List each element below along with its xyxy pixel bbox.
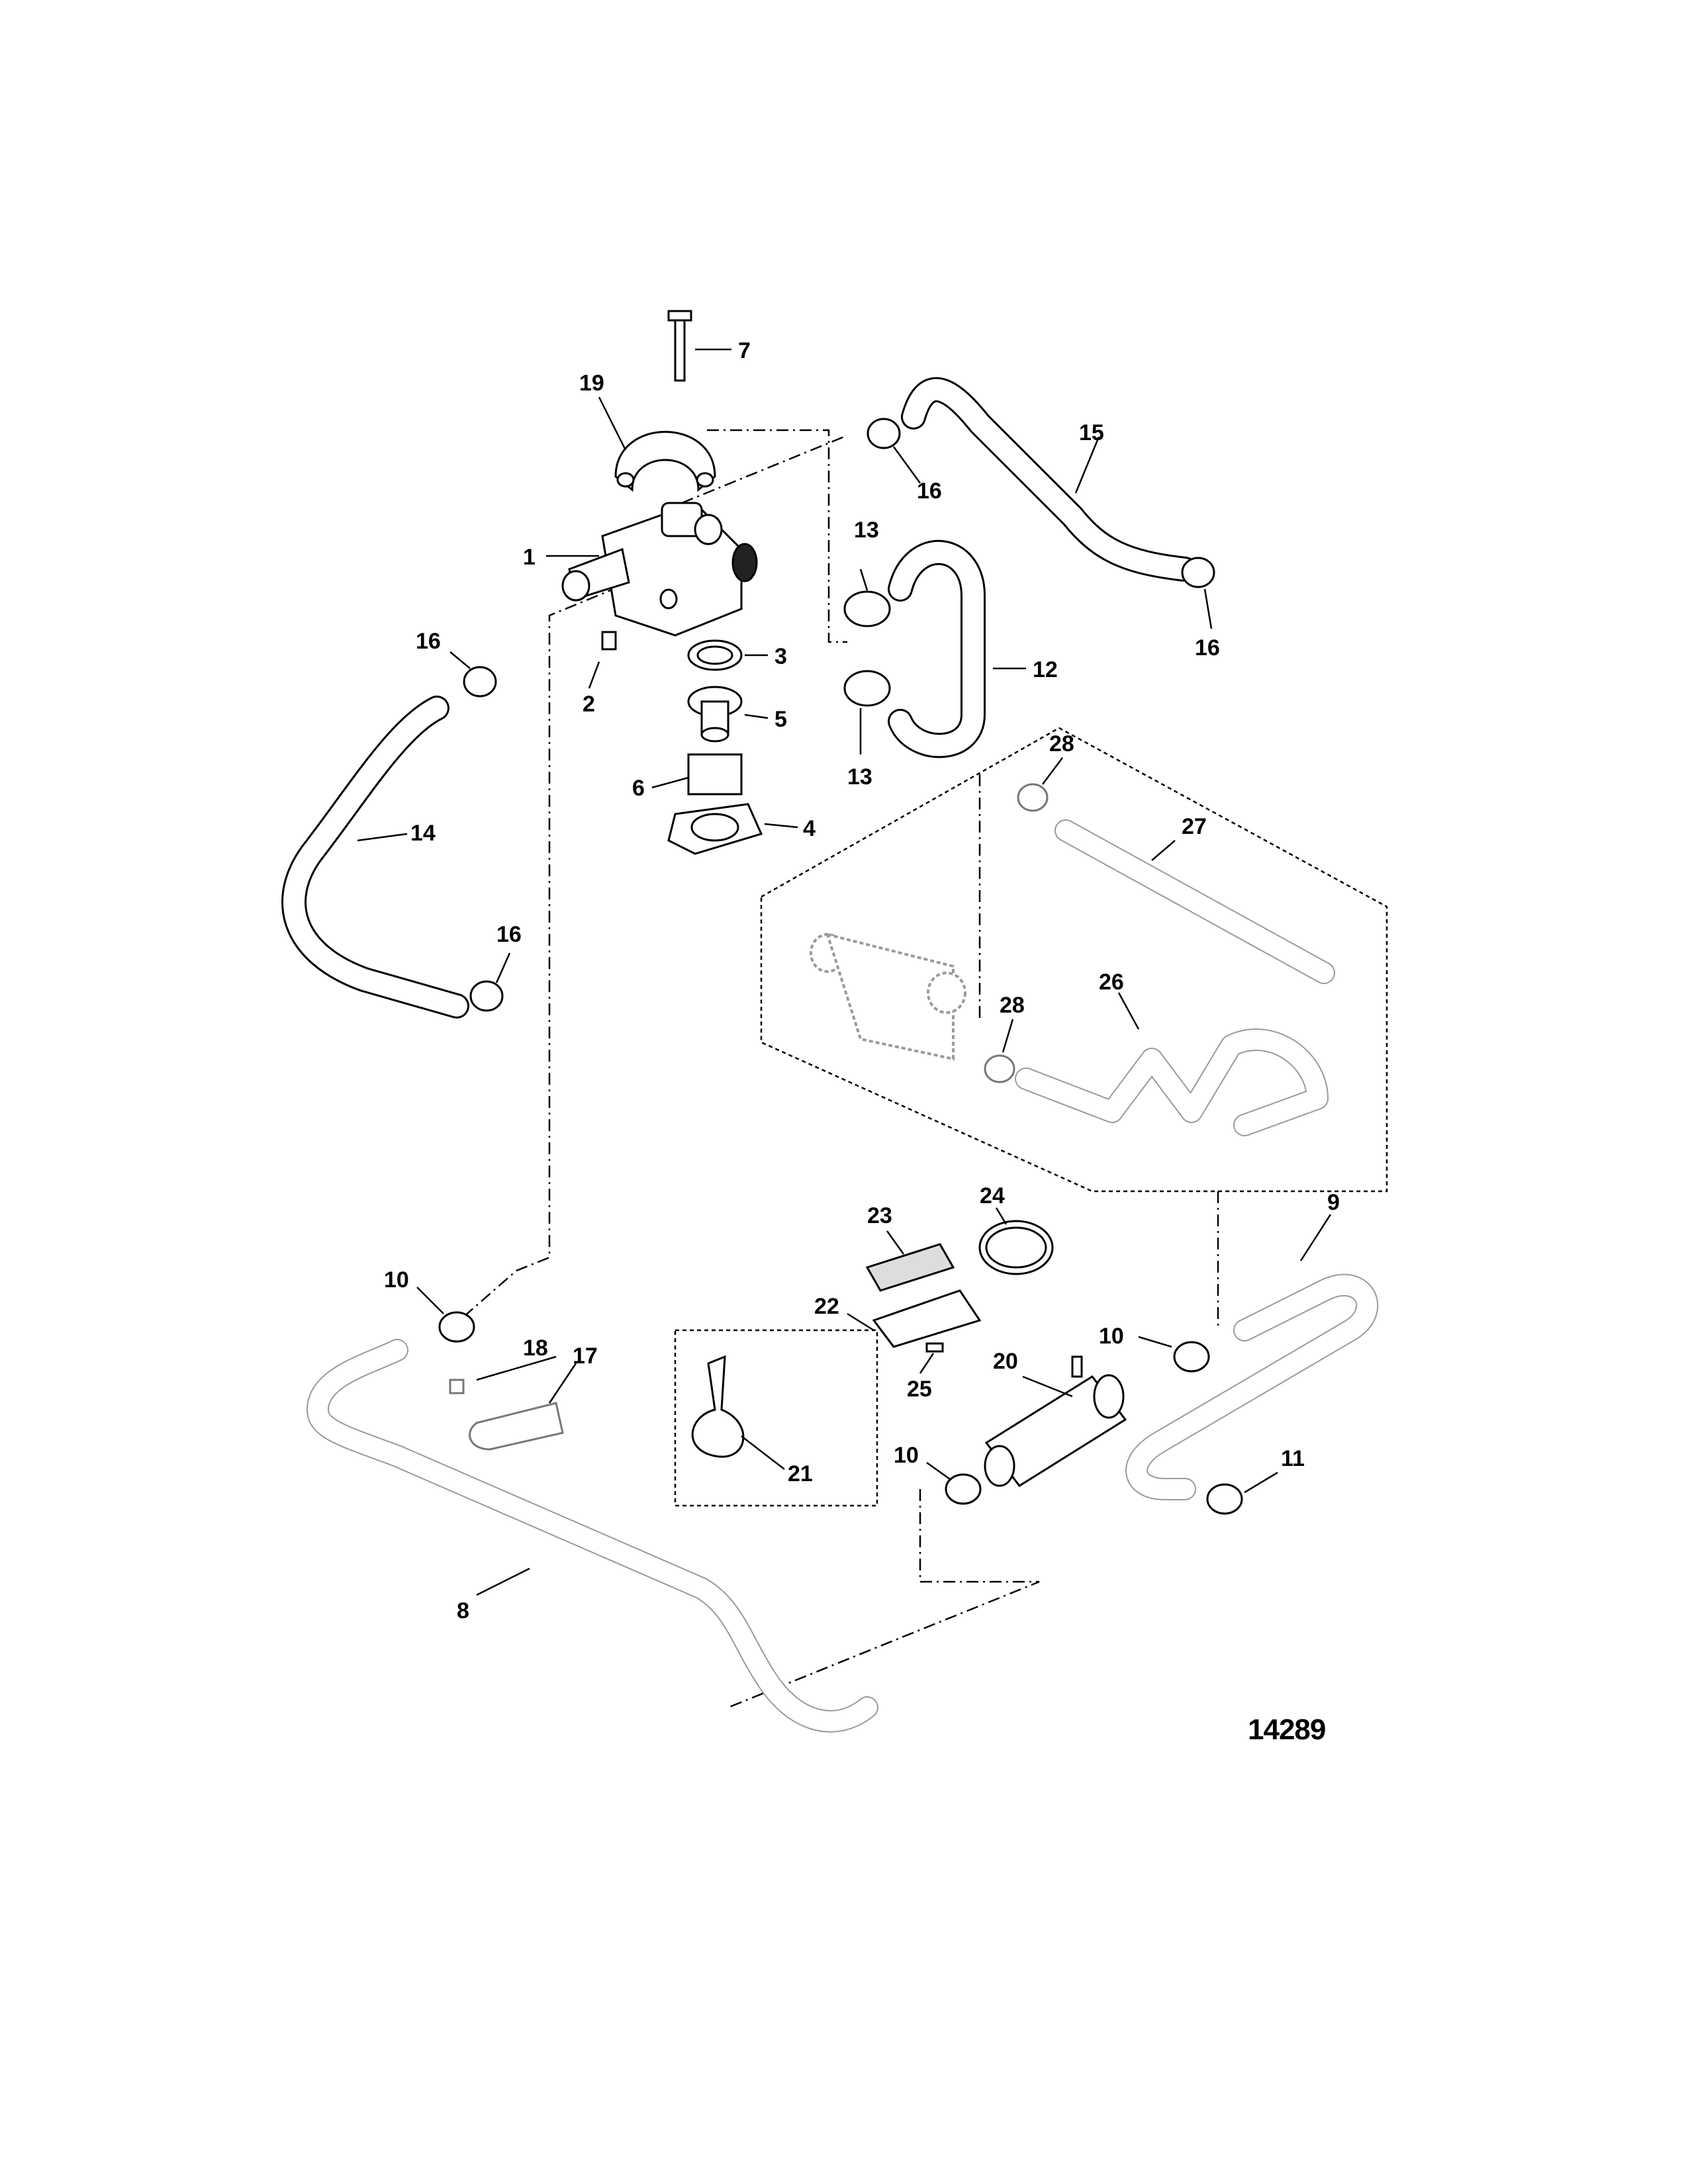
callout-11: 11 bbox=[1281, 1446, 1305, 1471]
callout-15: 15 bbox=[1079, 420, 1104, 445]
callout-2: 2 bbox=[583, 692, 595, 717]
callout-23: 23 bbox=[867, 1203, 892, 1228]
callout-3: 3 bbox=[774, 644, 787, 669]
bracket-part-17 bbox=[469, 1363, 577, 1451]
callout-16-c: 16 bbox=[416, 629, 441, 654]
callout-12: 12 bbox=[1033, 657, 1058, 682]
callout-16-a: 16 bbox=[917, 478, 942, 504]
hose-part-9 bbox=[1125, 1214, 1379, 1500]
callout-1: 1 bbox=[523, 545, 536, 570]
clamp-part-11 bbox=[1206, 1471, 1278, 1515]
bracket-part-22 bbox=[847, 1289, 982, 1348]
callout-13-a: 13 bbox=[854, 518, 879, 543]
callout-16-d: 16 bbox=[496, 922, 522, 947]
callout-27: 27 bbox=[1182, 814, 1207, 839]
filter-part-20 bbox=[984, 1355, 1127, 1487]
callout-28-b: 28 bbox=[1000, 993, 1025, 1018]
callout-10-b: 10 bbox=[1099, 1324, 1124, 1349]
hose-part-15 bbox=[901, 377, 1197, 582]
thermostat-part-5 bbox=[687, 686, 769, 743]
callout-10-c: 10 bbox=[894, 1443, 919, 1468]
callout-8: 8 bbox=[457, 1598, 469, 1623]
callout-10-a: 10 bbox=[384, 1267, 409, 1293]
callout-18: 18 bbox=[523, 1336, 548, 1361]
bracket-part-19 bbox=[598, 396, 716, 492]
inset-box-part-21 bbox=[674, 1329, 878, 1507]
callout-7: 7 bbox=[738, 338, 751, 363]
assembly-lines bbox=[463, 429, 1219, 1709]
callout-17: 17 bbox=[573, 1343, 598, 1369]
clamp-part-10 bbox=[416, 1287, 1210, 1505]
callout-28-a: 28 bbox=[1049, 731, 1074, 756]
gasket-part-4 bbox=[667, 803, 798, 855]
callout-22: 22 bbox=[814, 1294, 839, 1319]
nut-part-18 bbox=[449, 1355, 557, 1394]
clamp-part-24 bbox=[978, 1207, 1054, 1275]
callout-26: 26 bbox=[1099, 970, 1124, 995]
callout-9: 9 bbox=[1327, 1190, 1340, 1215]
figure-number: 14289 bbox=[1248, 1713, 1325, 1746]
callout-13-b: 13 bbox=[847, 764, 872, 790]
pad-part-23 bbox=[865, 1230, 955, 1292]
callout-4: 4 bbox=[803, 816, 816, 841]
hose-part-12 bbox=[888, 540, 1026, 758]
bolt-part-7 bbox=[667, 310, 731, 382]
callout-labels: 1 2 3 4 5 6 7 8 9 10 10 10 11 12 13 13 1… bbox=[384, 338, 1340, 1623]
hose-part-14 bbox=[281, 696, 469, 1019]
heat-exchanger-ghost bbox=[810, 933, 966, 1061]
callout-20: 20 bbox=[993, 1349, 1018, 1374]
callout-24: 24 bbox=[980, 1183, 1005, 1208]
clamp-part-13 bbox=[843, 569, 891, 754]
seal-part-3 bbox=[687, 639, 768, 671]
optional-kit-box bbox=[760, 727, 1388, 1193]
clamp-part-16 bbox=[449, 418, 1215, 1012]
screw-part-25 bbox=[919, 1342, 944, 1374]
thermostat-housing-part-1 bbox=[546, 502, 758, 637]
callout-14: 14 bbox=[410, 821, 436, 846]
callout-16-b: 16 bbox=[1195, 635, 1220, 660]
callout-25: 25 bbox=[907, 1377, 932, 1402]
callout-19: 19 bbox=[579, 371, 604, 396]
hose-part-8 bbox=[306, 1339, 878, 1733]
screw-part-2 bbox=[588, 631, 617, 689]
callout-21: 21 bbox=[788, 1461, 813, 1486]
callout-6: 6 bbox=[632, 776, 645, 801]
sleeve-part-6 bbox=[651, 753, 743, 796]
callout-5: 5 bbox=[774, 707, 787, 732]
